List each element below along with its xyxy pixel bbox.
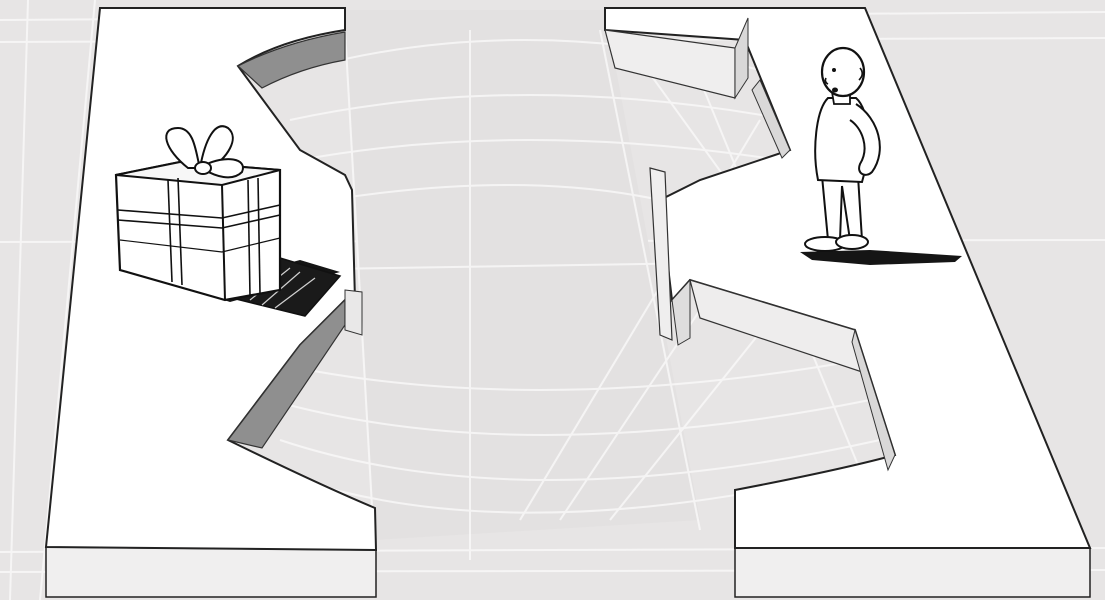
right-platform-front-face (734, 547, 1091, 598)
right-platform-top (604, 7, 1092, 549)
person-head (820, 46, 866, 98)
gift-box (114, 125, 342, 317)
left-upper-wall (236, 31, 346, 89)
right-inner-wall (649, 167, 673, 341)
left-platform-front-face (45, 546, 377, 598)
person-figure (800, 46, 962, 265)
person-shadow (800, 250, 962, 265)
right-platform (604, 7, 1092, 598)
